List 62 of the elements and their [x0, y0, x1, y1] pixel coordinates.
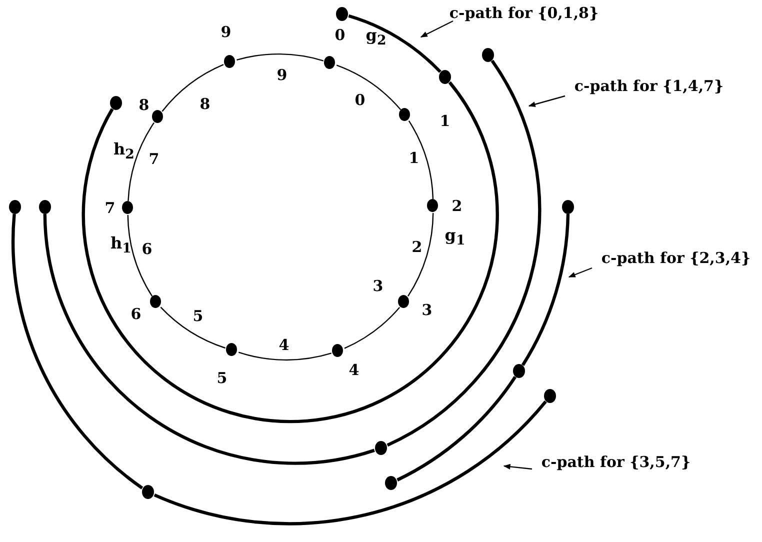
edge-label: 3 [372, 278, 384, 294]
vertex-number: 3 [422, 302, 432, 318]
vertex-number: 9 [220, 24, 232, 40]
circle-arc [128, 122, 155, 202]
path-arc [43, 214, 375, 464]
path-endpoint-dot [482, 48, 494, 62]
path-arc [82, 81, 499, 423]
path-arc [154, 400, 547, 525]
vertex-number: 2 [452, 198, 462, 214]
vertex-number: 7 [104, 200, 116, 216]
path-arc [348, 14, 442, 73]
leader-arrow [528, 95, 566, 107]
leader-arrow [568, 267, 592, 278]
vertex-number: 1 [440, 113, 450, 129]
graph-label: g$_{2}$ [366, 26, 386, 50]
path-caption: c-path for {1,4,7} [574, 77, 724, 95]
circle-arc [408, 120, 434, 200]
edge-label: 2 [412, 239, 422, 255]
vertex-number: 5 [216, 370, 228, 386]
path-caption: c-path for {0,1,8} [449, 4, 599, 22]
path-endpoint-dot [142, 485, 154, 499]
circle-arc [162, 64, 224, 112]
path-endpoint-dot [336, 7, 348, 21]
edge-label: 0 [354, 92, 366, 108]
vertex-number: 6 [130, 306, 142, 322]
circle-arc [127, 214, 153, 296]
vertex-number: 8 [138, 97, 150, 113]
circle-arc [344, 306, 400, 349]
path-arc [386, 60, 542, 447]
graph-label: h$_{1}$ [110, 234, 132, 258]
vertex-number: 4 [348, 362, 360, 378]
edge-label: 7 [148, 151, 160, 167]
graph-label: h$_{2}$ [114, 140, 134, 164]
edge-label: 5 [192, 308, 204, 324]
circle-arc [336, 64, 402, 110]
path-endpoint-dot [110, 96, 122, 110]
leader-arrow [420, 20, 454, 38]
edge-label: 1 [408, 150, 420, 166]
path-endpoint-dot [375, 441, 387, 455]
path-endpoint-dot [439, 70, 451, 84]
path-endpoint-dot [562, 200, 574, 214]
edge-label: 9 [276, 67, 288, 83]
edge-label: 4 [278, 337, 290, 353]
path-endpoint-dot [9, 200, 21, 214]
vertex-number: 0 [334, 27, 346, 43]
path-arc [12, 214, 144, 490]
circle-arc [407, 212, 434, 296]
path-endpoint-dot [544, 389, 556, 403]
circle-arc [236, 54, 324, 62]
path-caption: c-path for {2,3,4} [601, 249, 751, 267]
circle-arc [160, 306, 226, 349]
path-arc [396, 376, 516, 482]
path-endpoint-dot [385, 476, 397, 490]
path-endpoint-dot [39, 200, 51, 214]
path-endpoint-dot [513, 364, 525, 378]
path-arc [521, 214, 570, 366]
graph-label: g$_{1}$ [444, 226, 466, 250]
edge-label: 8 [200, 96, 210, 112]
path-caption: c-path for {3,5,7} [541, 453, 691, 471]
leader-arrow [503, 464, 532, 470]
circle-arc [238, 352, 332, 360]
edge-label: 6 [142, 241, 152, 257]
